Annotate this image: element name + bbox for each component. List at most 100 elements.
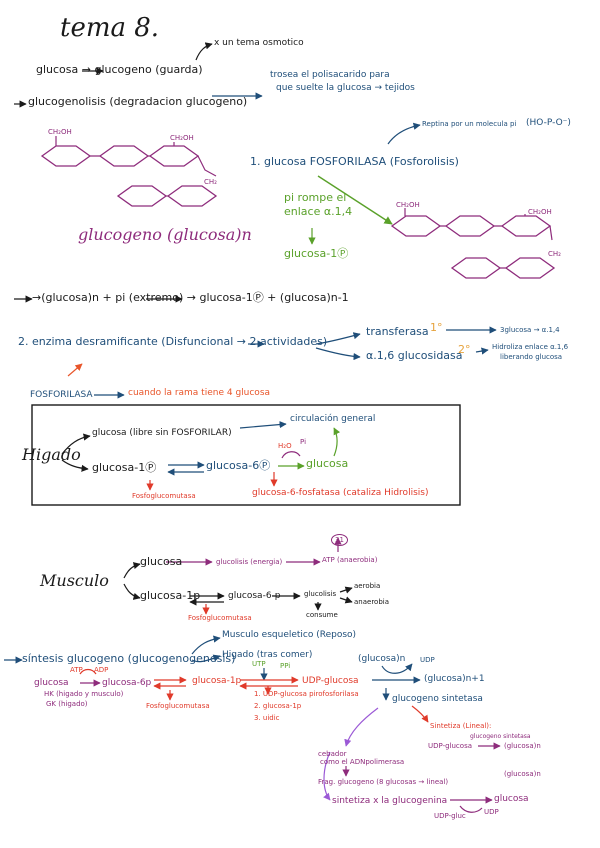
muscle-glycolysis-2: glucolisis <box>304 590 337 598</box>
pi-breaks-1: pi rompe el <box>284 191 347 204</box>
phosphoglucomutase-synth: Fosfoglucomutasa <box>146 702 210 710</box>
transferase-order: 1° <box>430 321 443 334</box>
arrow <box>315 347 361 361</box>
cebador-1: cebador <box>318 750 347 758</box>
arrow <box>411 705 429 723</box>
arrow <box>61 459 89 472</box>
glycogen-label: glucogeno (glucosa)n <box>78 225 252 244</box>
glycogen-synthase: glucogeno sintetasa <box>392 694 483 704</box>
step1-title: 1. glucosa FOSFORILASA (Fosforolisis) <box>250 155 459 168</box>
arrow <box>344 707 379 747</box>
arrow <box>123 562 141 579</box>
glucosa-n-b: (glucosa)n <box>504 742 541 750</box>
glucosidase-order: 2° <box>458 343 471 356</box>
aerobic-label: aerobia <box>354 582 381 590</box>
glucosidase-result-1: Hidroliza enlace α.1,6 <box>492 343 569 351</box>
arrow <box>459 805 483 813</box>
glycogen-structure <box>41 136 217 207</box>
arrow <box>191 635 221 655</box>
muscle-glycolysis: glucolisis (energia) <box>216 558 283 566</box>
replaces-note: Reptina por un molecula pi <box>422 120 517 128</box>
udp-label-2: UDP <box>484 808 499 816</box>
g6pase-label: glucosa-6-fosfatasa (cataliza Hidrolisis… <box>252 488 429 498</box>
ch2oh-label: CH₂OH <box>396 201 420 209</box>
liver-free-glucose: glucosa (libre sin FOSFORILAR) <box>92 428 232 438</box>
arrow <box>239 420 287 429</box>
page-title: tema 8. <box>60 13 160 43</box>
ch2-label: CH₂ <box>204 178 217 186</box>
phosphorylase-note: cuando la rama tiene 4 glucosa <box>128 388 271 398</box>
atp-count-badge: 31 <box>331 534 348 547</box>
liver-box <box>31 404 461 506</box>
phosphoglucomutase-muscle: Fosfoglucomutasa <box>188 614 252 622</box>
arrow <box>195 42 213 61</box>
ch2-label: CH₂ <box>548 250 561 258</box>
arrow <box>381 663 413 674</box>
ppi-label: PPi <box>280 662 291 670</box>
liver-glucose: glucosa <box>306 457 349 470</box>
osmotic-note: x un tema osmotico <box>214 38 304 48</box>
arrow <box>67 363 83 377</box>
ch2oh-label: CH₂OH <box>170 134 194 142</box>
glycogen-synthase-small: glucogeno sintetasa <box>470 733 531 740</box>
arrow <box>475 347 489 355</box>
glucosa-n-label: (glucosa)n <box>358 654 406 664</box>
muscle-glucose: glucosa <box>140 555 183 568</box>
glycogen-structure-2 <box>391 208 555 279</box>
glucose-1p-green: glucosa-1Ⓟ <box>284 247 349 260</box>
phosphate-formula: (HO-P-O⁻) <box>526 118 571 128</box>
synthesis-g1p: glucosa-1p <box>192 676 242 686</box>
liver-g6p: glucosa-6Ⓟ <box>206 459 271 472</box>
transferase: transferasa <box>366 325 429 338</box>
synthesis-glucose: glucosa <box>34 678 69 688</box>
udp-label: UDP <box>420 656 435 664</box>
arrow <box>333 427 341 457</box>
arrow <box>281 451 301 459</box>
liver-label: Higado <box>22 445 81 464</box>
udp-glucose-2: UDP-glucosa <box>428 742 472 750</box>
atp-label: ATP <box>70 666 83 674</box>
breaks-note-1: trosea el polisacarido para <box>270 70 390 80</box>
arrow <box>339 586 353 594</box>
glycogenolysis-label: glucogenolisis (degradacion glucogeno) <box>28 95 248 108</box>
transferase-result: 3glucosa → α.1,4 <box>500 326 560 334</box>
synthesis-step: 3. uidic <box>254 714 280 722</box>
pi-breaks-2: enlace α.1,4 <box>284 205 353 218</box>
arrow <box>191 654 221 663</box>
ch2oh-label: CH₂OH <box>528 208 552 216</box>
arrow <box>323 751 331 801</box>
water-label: H₂O <box>278 442 292 450</box>
phosphoglucomutase-liver: Fosfoglucomutasa <box>132 492 196 500</box>
cebador-2: como el ADNpolimerasa <box>320 758 405 766</box>
synthesis-step: 1. UDP-glucosa pirofosforilasa <box>254 690 359 698</box>
step2-title: 2. enzima desramificante (Disfuncional →… <box>18 335 328 348</box>
synthesis-step: 2. glucosa-1p <box>254 702 302 710</box>
adp-label: ADP <box>94 666 109 674</box>
synthesis-title: síntesis glucogeno (glucogenogenesis) <box>22 652 236 665</box>
synthesis-linear: Sintetiza (Lineal): <box>430 722 492 730</box>
arrow <box>339 596 353 604</box>
anaerobic-label: anaerobia <box>354 598 390 606</box>
glucosa-n-c: (glucosa)n <box>504 770 541 778</box>
skeletal-muscle: Musculo esqueletico (Reposo) <box>222 630 357 640</box>
synthesis-g6p: glucosa-6p <box>102 678 152 688</box>
glucosidase: α.1,6 glucosidasa <box>366 349 463 362</box>
glucosa-n1-label: (glucosa)n+1 <box>424 674 485 684</box>
muscle-g6p: glucosa-6-p <box>228 591 281 601</box>
pi-label: Pi <box>300 438 307 446</box>
fragment-glycogen: Frag. glucogeno (8 glucosas → lineal) <box>318 778 449 786</box>
muscle-atp: ATP (anaerobia) <box>322 556 378 564</box>
gk-label: GK (higado) <box>46 700 88 708</box>
udp-glucose: UDP-glucosa <box>302 676 359 686</box>
arrow <box>317 175 393 225</box>
arrow <box>387 122 421 145</box>
arrow <box>61 433 91 455</box>
glycogenin-note: sintetiza x la glucogenina <box>332 796 448 806</box>
utp-label: UTP <box>252 660 266 668</box>
arrow <box>123 583 141 600</box>
glucose-chain: glucosa → glucogeno (guarda) <box>36 63 203 76</box>
muscle-g1p: glucosa-1p <box>140 589 201 602</box>
consume-label: consume <box>306 611 338 619</box>
